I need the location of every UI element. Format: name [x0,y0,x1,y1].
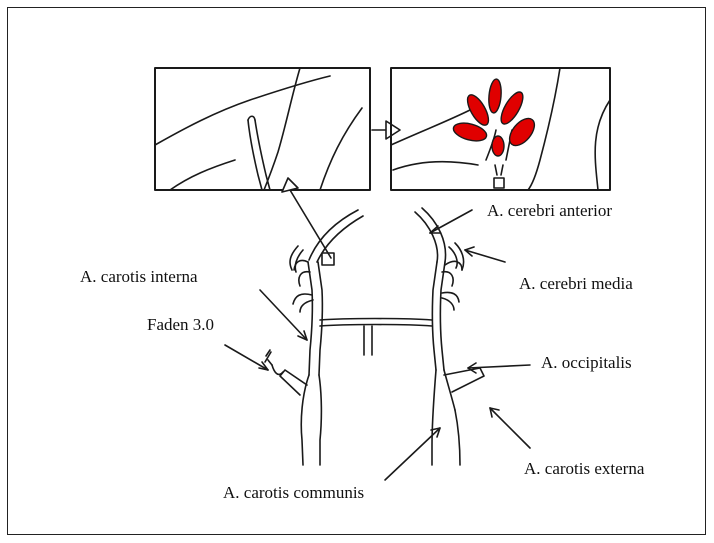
label-a-carotis-communis: A. carotis communis [223,484,364,501]
label-a-carotis-interna: A. carotis interna [80,268,198,285]
label-pointers [225,210,530,480]
label-faden: Faden 3.0 [147,316,214,333]
label-a-occipitalis: A. occipitalis [541,354,632,371]
transition-arrow [372,121,400,139]
label-a-carotis-externa: A. carotis externa [524,460,644,477]
label-a-cerebri-media: A. cerebri media [519,275,633,292]
label-a-cerebri-anterior: A. cerebri anterior [487,202,612,219]
infarct-area [452,79,540,156]
inset-panel-before [155,68,370,190]
